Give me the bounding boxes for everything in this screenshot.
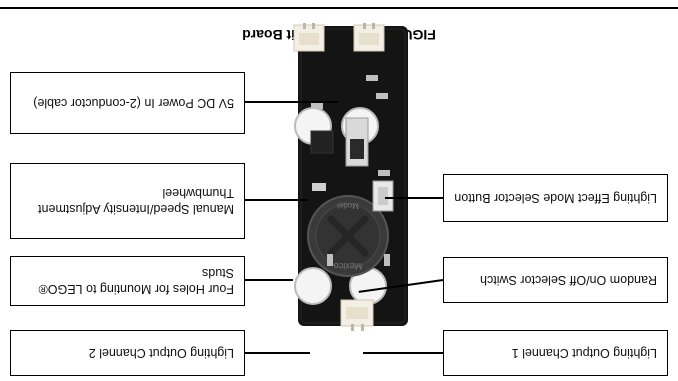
- smd-part: [311, 103, 323, 109]
- knob-brand-text: Mexico: [334, 261, 363, 271]
- power-connector: [340, 299, 374, 331]
- mounting-hole-1: [294, 267, 332, 305]
- callout-thumbwheel: Manual Speed/Intensity Adjustment Thumbw…: [10, 163, 245, 239]
- knob-model-text: Model: [337, 201, 359, 210]
- leader-mode-button: [385, 197, 443, 199]
- leader-output-channel-1: [363, 352, 443, 354]
- smd-part: [327, 254, 333, 266]
- callout-on-off-switch: Random On/Off Selector Switch: [443, 257, 668, 303]
- callout-mode-button: Lighting Effect Mode Selector Button: [443, 174, 668, 222]
- output-connector-2: [293, 23, 325, 52]
- smd-part: [312, 183, 326, 191]
- leader-output-channel-2: [245, 352, 310, 354]
- leader-thumbwheel: [245, 199, 308, 201]
- smd-part: [366, 75, 378, 81]
- leader-mounting-holes: [245, 279, 293, 281]
- ic-chip: [310, 130, 334, 154]
- callout-mounting-holes: Four Holes for Mounting to LEGO® Studs: [10, 256, 245, 306]
- callout-output-channel-1: Lighting Output Channel 1: [443, 330, 668, 376]
- smd-part: [378, 170, 390, 176]
- callout-power-in: 5V DC Power In (2-conductor cable): [10, 72, 245, 134]
- leader-power-in: [245, 101, 338, 103]
- on-off-switch: [345, 117, 369, 167]
- mode-button: [372, 180, 394, 212]
- callout-output-channel-2: Lighting Output Channel 2: [10, 330, 245, 376]
- smd-part: [376, 93, 388, 99]
- smd-part: [384, 254, 390, 266]
- output-connector-1: [353, 23, 385, 52]
